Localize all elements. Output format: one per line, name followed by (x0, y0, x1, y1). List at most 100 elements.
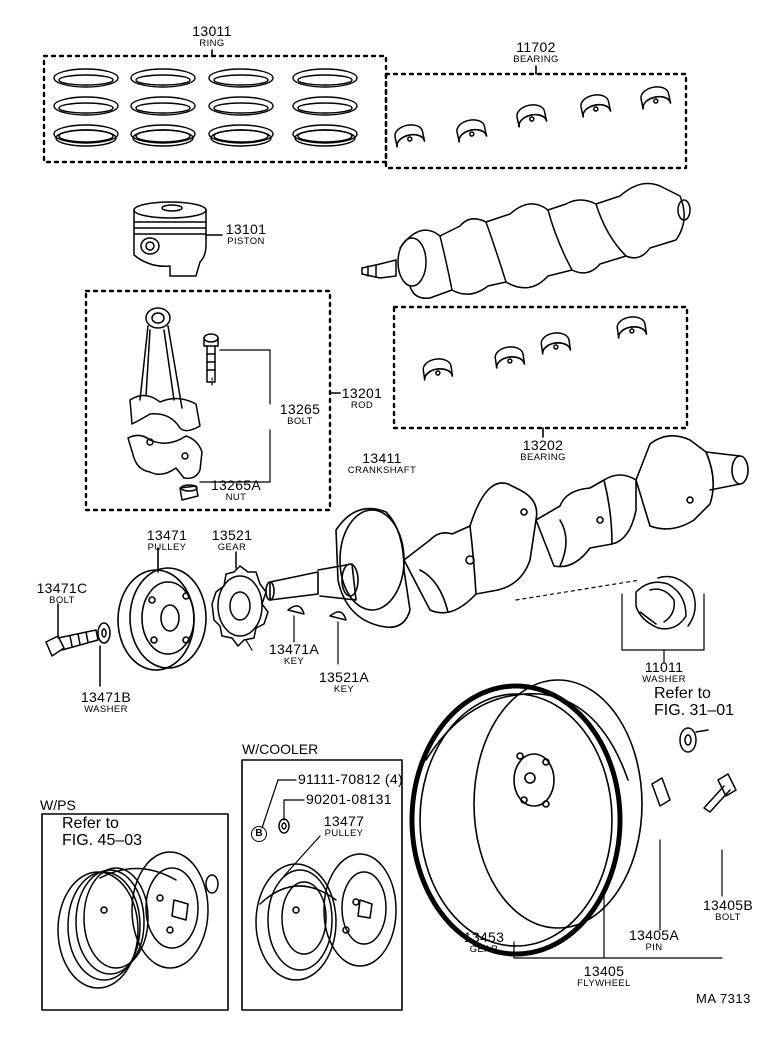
rod-bearing-shell-icons (422, 316, 648, 381)
pulley-washer-icon (97, 622, 111, 687)
part-number: 13471C (36, 580, 88, 596)
reference-line2: FIG. 31–01 (654, 701, 735, 719)
ps-reference: Refer to FIG. 45–03 (62, 815, 143, 850)
part-name: KEY (333, 684, 355, 695)
rod-nut-icon (179, 484, 199, 501)
cooler-washer-number: 90201-08131 (306, 791, 392, 807)
crankshaft-label: 13411 CRANKSHAFT (348, 451, 416, 476)
piston-label: 13101 PISTON (226, 222, 266, 247)
flywheel-pin-label: 13405A PIN (629, 928, 679, 953)
upper-crankshaft-icon (361, 182, 691, 299)
part-number: 13405 (583, 963, 625, 979)
gear-key-label: 13521A KEY (319, 670, 369, 695)
part-number: 13453 (463, 929, 505, 945)
part-name: BOLT (49, 595, 75, 606)
timing-gear-icon (211, 551, 269, 651)
part-number: 13405B (702, 897, 754, 913)
thrust-washer-icon (635, 575, 696, 630)
reference-line1: Refer to (654, 685, 711, 702)
main-bearing-box (384, 65, 688, 170)
piston-icon (133, 201, 223, 277)
flywheel-label: 13405 FLYWHEEL (577, 964, 631, 989)
ps-box (41, 813, 229, 1011)
thrust-washer-leader (621, 593, 705, 663)
flywheel-icon (409, 679, 643, 957)
part-name: GEAR (217, 542, 247, 553)
part-number: 13101 (225, 221, 267, 237)
gear-key-icon (329, 611, 347, 621)
part-name: BOLT (715, 912, 741, 923)
part-number: 13521A (318, 669, 370, 685)
rod-bolt-icon (203, 333, 219, 383)
ps-section-title: W/PS (40, 797, 76, 813)
piston-ring-icons (53, 68, 358, 147)
part-number: 13411 (362, 450, 402, 466)
flywheel-bolt-icon (703, 773, 737, 813)
part-number: 11011 (644, 659, 684, 675)
cooler-bolt-number: 91111-70812 (4) (298, 771, 403, 787)
pulley-key-label: 13471A KEY (269, 642, 319, 667)
rod-nut-label: 13265A NUT (211, 478, 261, 503)
rod-bearing-label: 13202 BEARING (520, 438, 566, 463)
part-number: 13477 (323, 813, 365, 829)
part-number: 13202 (522, 437, 564, 453)
part-name: ROD (350, 400, 374, 411)
flywheel-leaders (513, 839, 723, 959)
part-name: WASHER (642, 674, 686, 685)
part-number: 13011 (192, 23, 232, 39)
rod-bearing-box (392, 305, 689, 438)
part-name: WASHER (84, 704, 128, 715)
ring-gear-label: 13453 GEAR (464, 930, 504, 955)
ring-label: 13011 RING (192, 24, 231, 49)
cooler-leaders (261, 779, 321, 877)
part-number: 11702 (516, 39, 556, 55)
cooler-pulley-icon (255, 853, 397, 981)
crankshaft-icon (265, 435, 749, 629)
part-number: 13471A (268, 641, 320, 657)
part-number: 13405A (628, 927, 680, 943)
ring-set-box (42, 49, 388, 164)
part-name: FLYWHEEL (577, 978, 631, 989)
part-name: GEAR (469, 944, 499, 955)
part-number: 13521 (211, 527, 253, 543)
part-number: 13201 (341, 385, 383, 401)
cooler-section-title: W/COOLER (242, 741, 319, 757)
main-bearing-label: 11702 BEARING (513, 40, 559, 65)
connecting-rod-icon (127, 307, 203, 480)
part-name: PULLEY (324, 828, 364, 839)
cooler-pulley-label: 13477 PULLEY (324, 814, 364, 839)
flywheel-bolt-label: 13405B BOLT (703, 898, 753, 923)
rod-bolt-leaders (199, 349, 271, 483)
part-number: 13265 (279, 401, 321, 417)
cooler-box (241, 759, 403, 1011)
gear-label: 13521 GEAR (212, 528, 252, 553)
reference-line2: FIG. 45–03 (62, 831, 143, 849)
rod-box (84, 289, 341, 512)
reference-line1: Refer to (62, 815, 119, 832)
part-number: 13471 (146, 527, 188, 543)
part-name: PISTON (227, 236, 265, 247)
thrust-washer-label: 11011 WASHER (642, 660, 686, 685)
part-name: CRANKSHAFT (347, 465, 417, 476)
part-name: NUT (225, 492, 247, 503)
pulley-key-icon (287, 605, 305, 615)
cooler-washer-icon (278, 818, 290, 834)
part-name: KEY (283, 656, 305, 667)
part-number: 13471B (80, 689, 132, 705)
crank-pulley-icon (117, 547, 207, 671)
part-name: PULLEY (147, 542, 187, 553)
part-name: BEARING (520, 452, 566, 463)
part-name: PIN (645, 942, 663, 953)
pilot-bearing-icon (679, 727, 709, 753)
part-number: 13265A (210, 477, 262, 493)
part-name: BOLT (287, 416, 313, 427)
rod-bolt-label: 13265 BOLT (280, 402, 320, 427)
part-name: BEARING (513, 54, 559, 65)
flywheel-pin-icon (651, 777, 671, 807)
washer-label: 13471B WASHER (81, 690, 131, 715)
pulley-bolt-icon (45, 603, 99, 657)
flywheel-reference: Refer to FIG. 31–01 (654, 685, 735, 720)
rod-label: 13201 ROD (342, 386, 382, 411)
cooler-marker-badge: B (251, 826, 267, 842)
